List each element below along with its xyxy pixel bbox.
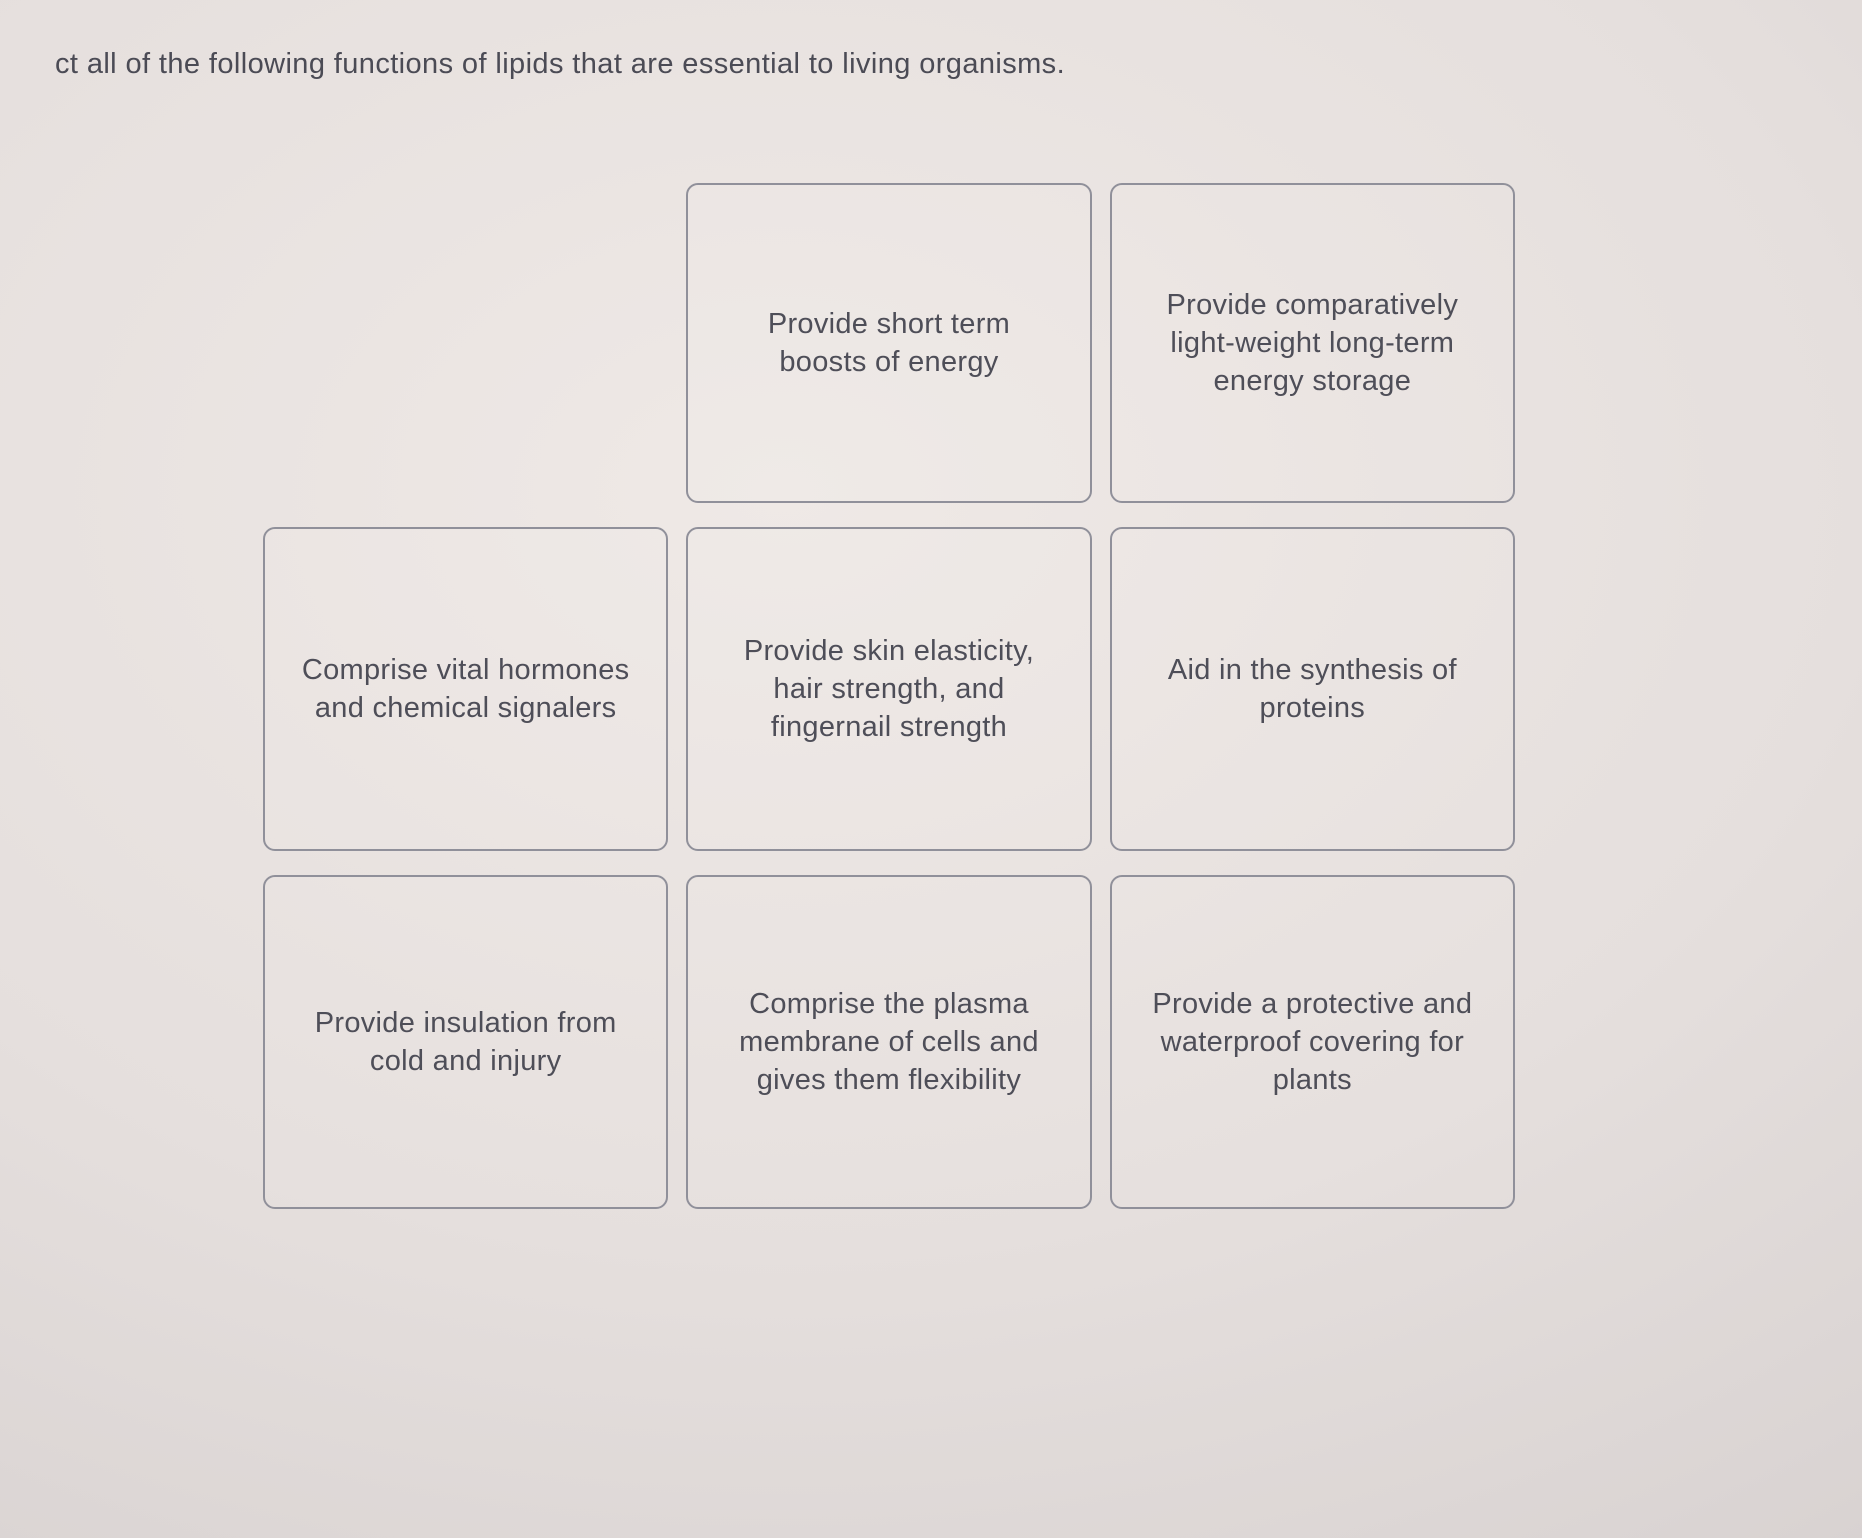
card-insulation-cold-injury[interactable]: Provide insulation from cold and injury [263, 875, 669, 1209]
option-label: Aid in the synthesis of proteins [1167, 653, 1457, 724]
question-title: ct all of the following functions of lip… [55, 48, 1066, 80]
option-label: Provide short term boosts of energy [767, 307, 1011, 378]
option-label: Comprise the plasma membrane of cells an… [739, 987, 1039, 1097]
option-label: Provide a protective and waterproof cove… [1152, 987, 1473, 1097]
card-skin-hair-fingernail-strength[interactable]: Provide skin elasticity, hair strength, … [686, 527, 1092, 851]
card-protein-synthesis[interactable]: Aid in the synthesis of proteins [1109, 527, 1515, 851]
card-lightweight-long-term-energy-storage[interactable]: Provide comparatively light-weight long-… [1109, 183, 1515, 503]
option-label: Provide insulation from cold and injury [314, 1006, 617, 1077]
card-short-term-energy-boosts[interactable]: Provide short term boosts of energy [686, 183, 1092, 503]
options-grid: Provide short term boosts of energy Prov… [263, 183, 1515, 1209]
card-vital-hormones-chemical-signalers[interactable]: Comprise vital hormones and chemical sig… [263, 527, 669, 851]
card-plasma-membrane-flexibility[interactable]: Comprise the plasma membrane of cells an… [686, 875, 1092, 1209]
option-label: Comprise vital hormones and chemical sig… [301, 653, 630, 724]
option-label: Provide comparatively light-weight long-… [1166, 288, 1459, 398]
option-label: Provide skin elasticity, hair strength, … [743, 634, 1035, 744]
card-waterproof-plant-covering[interactable]: Provide a protective and waterproof cove… [1109, 875, 1515, 1209]
